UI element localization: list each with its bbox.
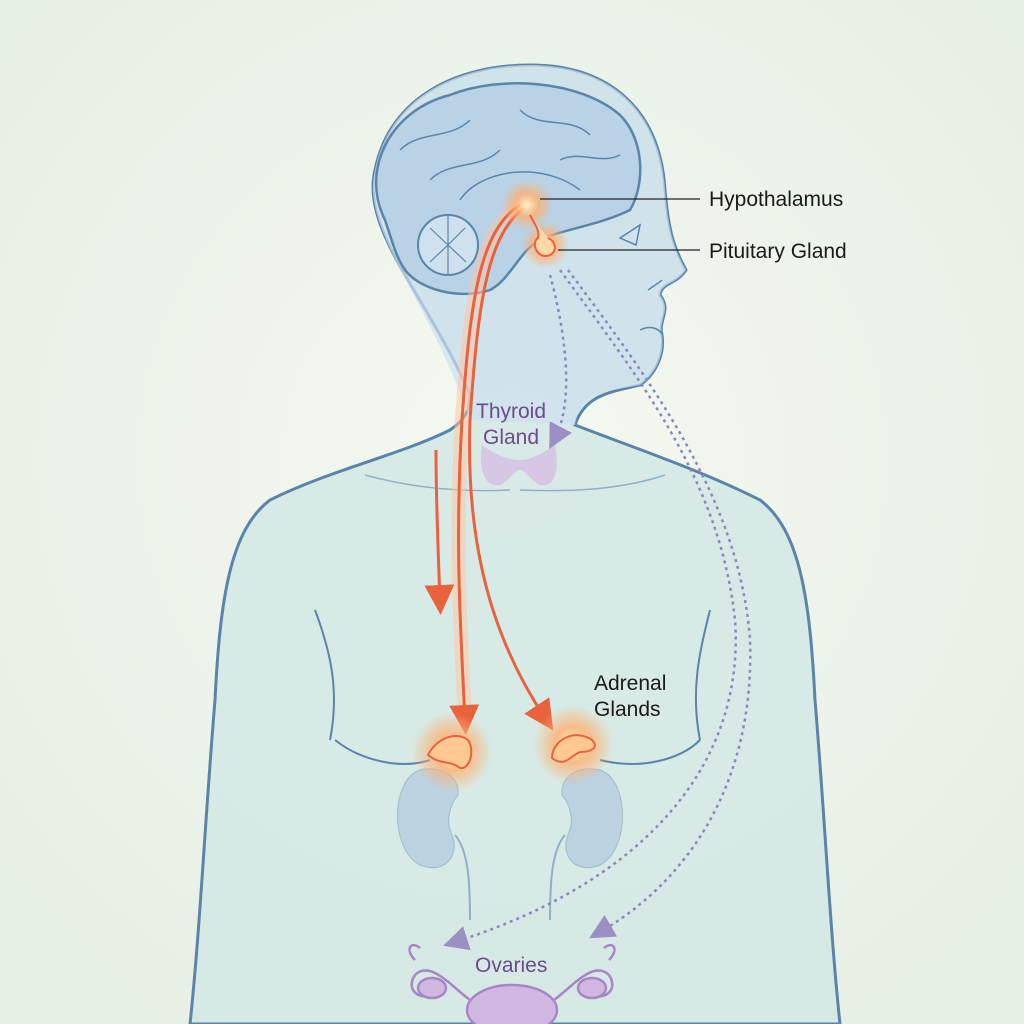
arm-lines — [314, 609, 711, 741]
pituitary-gland — [529, 214, 556, 258]
hypothalamus-glow — [501, 179, 553, 231]
eye — [618, 223, 642, 247]
adrenal-gland-left — [426, 735, 473, 770]
label-adrenal-line2: Glands — [594, 698, 661, 721]
label-pituitary-gland: Pituitary Gland — [709, 240, 847, 263]
cerebellum-lines — [429, 216, 467, 274]
dotted-hormone-paths — [443, 269, 752, 951]
hormone-paths — [424, 199, 554, 735]
label-thyroid-line1: Thyroid — [476, 400, 546, 423]
brain-folds — [399, 109, 621, 201]
label-hypothalamus: Hypothalamus — [709, 188, 843, 211]
adrenal-gland-right — [550, 734, 596, 763]
label-thyroid-line2: Gland — [483, 426, 539, 449]
label-adrenal-line1: Adrenal — [594, 672, 666, 695]
thyroid-gland — [480, 445, 557, 486]
ureters — [454, 834, 566, 921]
collarbones — [364, 474, 666, 492]
label-ovaries: Ovaries — [475, 954, 547, 977]
ovaries-organ — [408, 943, 616, 1024]
face-lines — [639, 279, 663, 335]
kidney-right — [561, 768, 623, 869]
